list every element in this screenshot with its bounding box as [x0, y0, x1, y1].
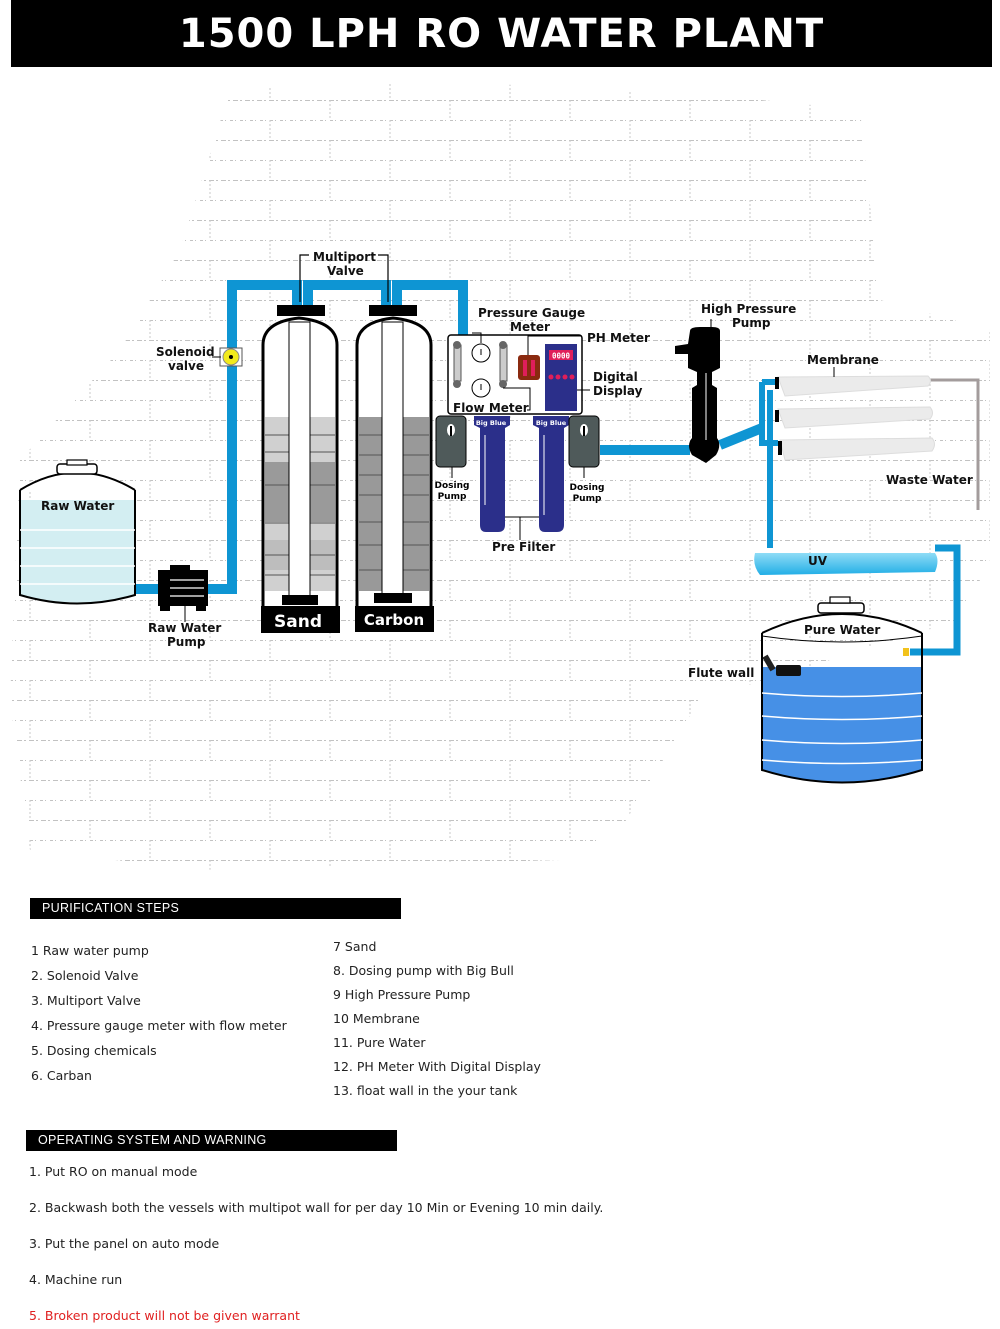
- flow-meters: [453, 341, 508, 388]
- step-item: 10 Membrane: [333, 1011, 420, 1026]
- sand-label: Sand: [274, 612, 322, 632]
- step-item: 8. Dosing pump with Big Bull: [333, 963, 514, 978]
- pressure-gauges: [471, 343, 491, 398]
- ph-meter: [518, 355, 540, 380]
- step-item: 4. Pressure gauge meter with flow meter: [31, 1018, 287, 1033]
- high-pressure-pump: High Pressure Pump: [675, 302, 796, 463]
- waste-water-label: Waste Water: [886, 473, 973, 487]
- dosing-pump-left: Dosing Pump: [435, 415, 470, 502]
- multiport-valve-label: Multiport Valve: [299, 250, 389, 302]
- step-item: 2. Solenoid Valve: [31, 968, 139, 983]
- pressure-gauge-label-2: Meter: [510, 320, 550, 334]
- display-readout: 0000: [552, 352, 571, 361]
- solenoid-valve: Solenoid valve: [156, 345, 243, 373]
- dosing-left-label-1: Dosing: [435, 481, 470, 491]
- dosing-right-label-1: Dosing: [570, 483, 605, 493]
- ro-plant-diagram: Raw Water Raw Water Pump Solenoid valve …: [10, 83, 990, 871]
- control-panel: 0000 Pressure Gauge Meter PH Meter Digit…: [447, 306, 650, 415]
- pipe-pump-to-sand: [206, 280, 302, 594]
- digital-display-label-1: Digital: [593, 370, 638, 384]
- pipe-carbon-to-panel: [392, 280, 468, 335]
- pure-water-tank: Pure Water Flute wall: [688, 596, 923, 784]
- hp-pump-label-1: High Pressure: [701, 302, 796, 316]
- big-blue-label-1: Big Blue: [476, 419, 507, 427]
- float-valve: [762, 654, 801, 676]
- pipes: [136, 280, 961, 656]
- step-item: 6. Carban: [31, 1068, 92, 1083]
- raw-water-label: Raw Water: [41, 499, 114, 513]
- membrane-label: Membrane: [807, 353, 879, 367]
- title-bar: 1500 LPH RO WATER PLANT: [11, 0, 992, 67]
- raw-water-pump-label-2: Pump: [167, 635, 206, 649]
- step-item: 1 Raw water pump: [31, 943, 149, 958]
- page-title: 1500 LPH RO WATER PLANT: [178, 10, 825, 57]
- raw-water-pump-label-1: Raw Water: [148, 621, 221, 635]
- membranes: Membrane Waste Water: [775, 353, 973, 487]
- pipe-hp-to-membrane: [718, 423, 764, 450]
- dosing-pump-right: Dosing Pump: [568, 415, 605, 504]
- step-item: 12. PH Meter With Digital Display: [333, 1059, 541, 1074]
- warning-item: 5. Broken product will not be given warr…: [29, 1308, 300, 1323]
- solenoid-label-2: valve: [168, 359, 204, 373]
- operating-item: 4. Machine run: [29, 1272, 123, 1287]
- dosing-left-label-2: Pump: [438, 492, 467, 502]
- operating-item: 2. Backwash both the vessels with multip…: [29, 1200, 604, 1215]
- carbon-label: Carbon: [364, 611, 424, 629]
- pressure-gauge-label-1: Pressure Gauge: [478, 306, 585, 320]
- step-item: 5. Dosing chemicals: [31, 1043, 157, 1058]
- digital-display: 0000: [545, 344, 577, 411]
- hp-pump-label-2: Pump: [732, 316, 771, 330]
- pre-filters: Big Blue Big Blue Pre Filter: [474, 416, 569, 554]
- pipe-uv-to-tank: [910, 544, 961, 656]
- step-item: 3. Multiport Valve: [31, 993, 141, 1008]
- sand-vessel: Sand: [261, 305, 340, 633]
- raw-water-pump: Raw Water Pump: [148, 565, 221, 649]
- purification-steps-heading: PURIFICATION STEPS: [30, 898, 401, 919]
- operating-item: 1. Put RO on manual mode: [29, 1164, 198, 1179]
- solenoid-label-1: Solenoid: [156, 345, 215, 359]
- raw-water-tank: Raw Water: [19, 459, 136, 605]
- big-blue-label-2: Big Blue: [536, 419, 567, 427]
- pre-filter-label: Pre Filter: [492, 540, 555, 554]
- flow-meter-label: Flow Meter: [453, 401, 529, 415]
- operating-item: 3. Put the panel on auto mode: [29, 1236, 220, 1251]
- pipe-sand-to-carbon: [303, 280, 391, 307]
- pure-water-label: Pure Water: [804, 623, 880, 637]
- ph-meter-label: PH Meter: [587, 331, 650, 345]
- waste-water-pipe: [928, 378, 980, 510]
- uv-label: UV: [808, 554, 828, 568]
- flute-wall-label: Flute wall: [688, 666, 754, 680]
- step-item: 7 Sand: [333, 939, 377, 954]
- carbon-vessel: Carbon: [355, 305, 434, 632]
- step-item: 11. Pure Water: [333, 1035, 426, 1050]
- step-item: 9 High Pressure Pump: [333, 987, 471, 1002]
- uv-unit: UV: [754, 553, 938, 575]
- dosing-right-label-2: Pump: [573, 494, 602, 504]
- step-item: 13. float wall in the your tank: [333, 1083, 518, 1098]
- multiport-label-1: Multiport: [313, 250, 376, 264]
- digital-display-label-2: Display: [593, 384, 643, 398]
- multiport-label-2: Valve: [327, 264, 364, 278]
- operating-heading: OPERATING SYSTEM AND WARNING: [26, 1130, 397, 1151]
